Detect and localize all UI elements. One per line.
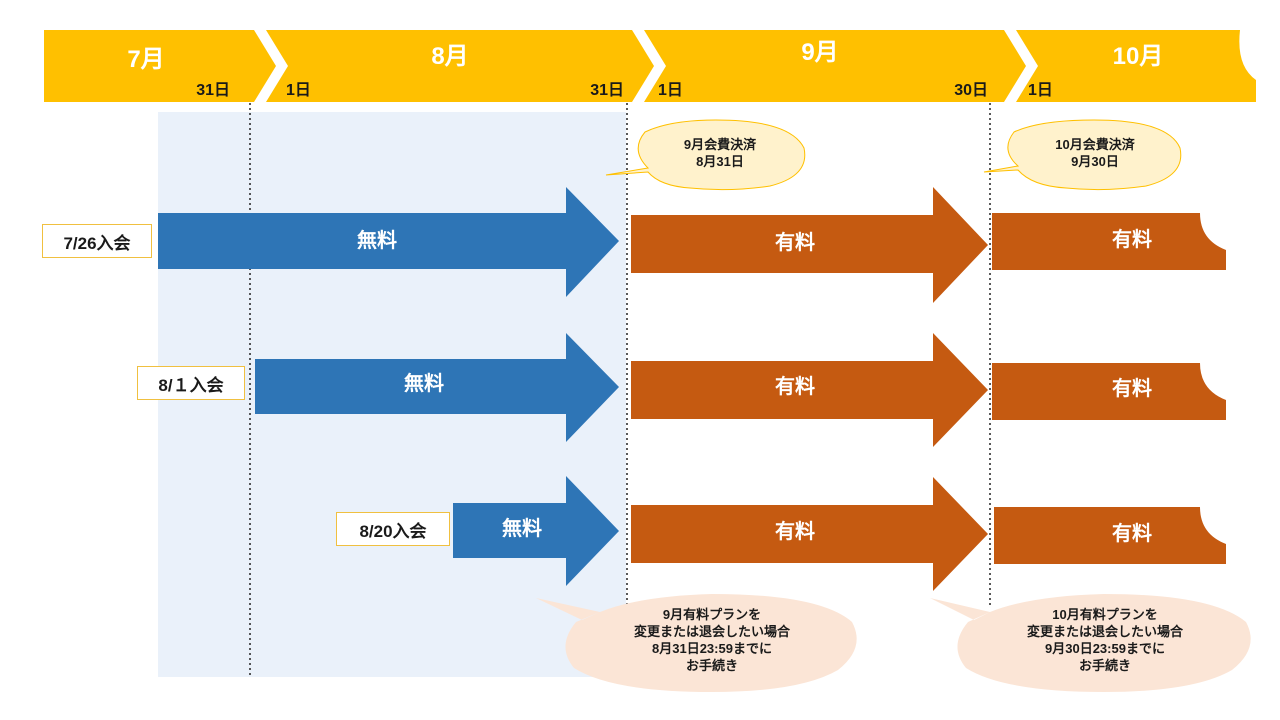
- timeline-segment-sep: [644, 30, 1026, 102]
- row3-free-arrow: [453, 476, 619, 586]
- row2-paid-sep-label: 有料: [775, 374, 815, 398]
- deadline-callout-sep-line2: 変更または退会したい場合: [633, 624, 790, 639]
- row2-join-date-label: 8/１入会: [137, 366, 245, 400]
- deadline-callout-oct-line2: 変更または退会したい場合: [1026, 624, 1183, 639]
- day-label-aug-start: 1日: [286, 81, 311, 99]
- row2-free-label: 無料: [404, 371, 444, 395]
- row1-paid-oct-bar: [992, 213, 1226, 270]
- billing-callout-oct-bubble: [983, 119, 1182, 191]
- row2-free-arrow: [255, 333, 619, 442]
- month-label-sep: 9月: [801, 39, 838, 66]
- month-label-aug: 8月: [431, 43, 468, 70]
- billing-callout-sep-bubble: [605, 119, 806, 191]
- row2-paid-oct-label: 有料: [1112, 376, 1152, 400]
- row3-free-label: 無料: [502, 516, 542, 540]
- day-label-sep-start: 1日: [658, 81, 683, 99]
- day-label-sep-end: 30日: [954, 81, 988, 99]
- row3-paid-sep-arrow: [631, 477, 988, 591]
- billing-callout-sep-line2: 8月31日: [696, 154, 744, 169]
- deadline-callout-oct-line4: お手続き: [1078, 658, 1131, 673]
- row1-free-arrow: [158, 187, 619, 297]
- billing-callout-oct-line1: 10月会費決済: [1055, 137, 1135, 152]
- timeline-segment-aug: [266, 30, 654, 102]
- row3-paid-oct-bar: [994, 507, 1226, 564]
- deadline-callout-sep-line4: お手続き: [685, 658, 738, 673]
- day-label-jul-end: 31日: [196, 81, 230, 99]
- row1-paid-sep-arrow: [631, 187, 988, 303]
- billing-callout-sep-line1: 9月会費決済: [683, 137, 757, 152]
- deadline-callout-oct-line1: 10月有料プランを: [1052, 607, 1158, 622]
- billing-callout-oct-line2: 9月30日: [1071, 154, 1119, 169]
- timeline-segment-oct: [1016, 30, 1256, 102]
- deadline-callout-sep-text: 9月有料プランを 変更または退会したい場合 8月31日23:59までに お手続き: [612, 606, 812, 674]
- row3-paid-oct-label: 有料: [1112, 521, 1152, 545]
- deadline-callout-sep-bubble: [536, 594, 857, 692]
- row3-paid-sep-label: 有料: [775, 519, 815, 543]
- month-label-oct: 10月: [1113, 43, 1164, 70]
- timeline-segment-jul: [44, 30, 276, 102]
- deadline-callout-sep-line3: 8月31日23:59までに: [652, 641, 772, 656]
- row1-paid-oct-label: 有料: [1112, 227, 1152, 251]
- day-label-oct-start: 1日: [1028, 81, 1053, 99]
- deadline-callout-oct-bubble: [930, 594, 1251, 692]
- billing-callout-oct-text: 10月会費決済 9月30日: [1025, 136, 1165, 170]
- row1-paid-sep-label: 有料: [775, 230, 815, 254]
- deadline-callout-oct-text: 10月有料プランを 変更または退会したい場合 9月30日23:59までに お手続…: [1005, 606, 1205, 674]
- row2-paid-sep-arrow: [631, 333, 988, 447]
- deadline-callout-oct-line3: 9月30日23:59までに: [1045, 641, 1165, 656]
- row3-join-date-label: 8/20入会: [336, 512, 450, 546]
- timeline-bar: 7月 31日 8月 1日 31日 9月 1日 30日 10月 1日: [44, 30, 1256, 102]
- row1-free-label: 無料: [357, 228, 397, 252]
- day-label-aug-end: 31日: [590, 81, 624, 99]
- row1-join-date-label: 7/26入会: [42, 224, 152, 258]
- row2-paid-oct-bar: [992, 363, 1226, 420]
- billing-callout-sep-text: 9月会費決済 8月31日: [650, 136, 790, 170]
- month-label-jul: 7月: [127, 46, 164, 73]
- deadline-callout-sep-line1: 9月有料プランを: [662, 607, 762, 622]
